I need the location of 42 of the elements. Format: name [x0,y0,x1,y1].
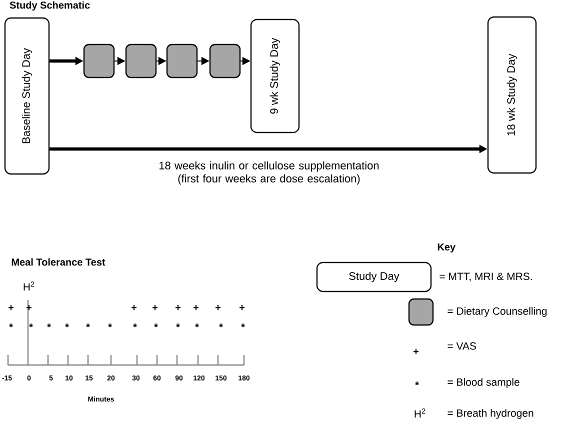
blood-mark: * [47,324,51,328]
counselling-box [125,44,157,78]
legend-text: = Blood sample [448,378,520,388]
blood-mark: * [176,324,180,328]
counselling-box [408,298,434,326]
counselling-box [209,44,241,78]
blood-mark: * [133,324,137,328]
legend-text: = Dietary Counselling [448,307,547,317]
counselling-box [166,44,198,78]
vas-mark: + [240,305,245,310]
study-day-box: Study Day [316,262,432,292]
vas-mark: + [194,305,199,310]
blood-mark: * [29,324,33,328]
section-title: Meal Tolerance Test [12,258,106,266]
blood-mark: * [108,324,112,328]
vas-mark: + [152,305,158,310]
vas-mark: + [26,305,32,310]
study-day-box: 9 wk Study Day [250,18,300,134]
counselling-box [83,44,115,78]
vas-mark: + [414,349,419,354]
vas-mark: + [176,305,181,310]
study-day-box: Baseline Study Day [4,17,50,175]
blood-mark: * [415,382,419,386]
blood-mark: * [9,324,13,328]
blood-mark: * [154,324,158,328]
vas-mark: + [8,305,14,310]
blood-mark: * [241,324,245,328]
vas-mark: + [132,305,137,310]
vas-mark: + [216,305,221,310]
section-title: Key [438,244,456,252]
edge-label: 18 weeks inulin or cellulose supplementation (first four weeks are dose escalation) [159,161,379,185]
blood-mark: * [195,324,199,328]
symbol-label: H$^{2}$ [414,408,426,418]
legend-text: = Breath hydrogen [448,409,534,419]
symbol-label: H$^{2}$ [24,281,34,291]
blood-mark: * [65,324,69,328]
blood-mark: * [86,324,90,328]
legend-text: = VAS [448,342,476,350]
blood-mark: * [219,324,223,328]
study-day-box: 18 wk Study Day [487,16,537,174]
legend-text: = MTT, MRI & MRS. [440,272,532,282]
title: Study Schematic [10,1,90,11]
